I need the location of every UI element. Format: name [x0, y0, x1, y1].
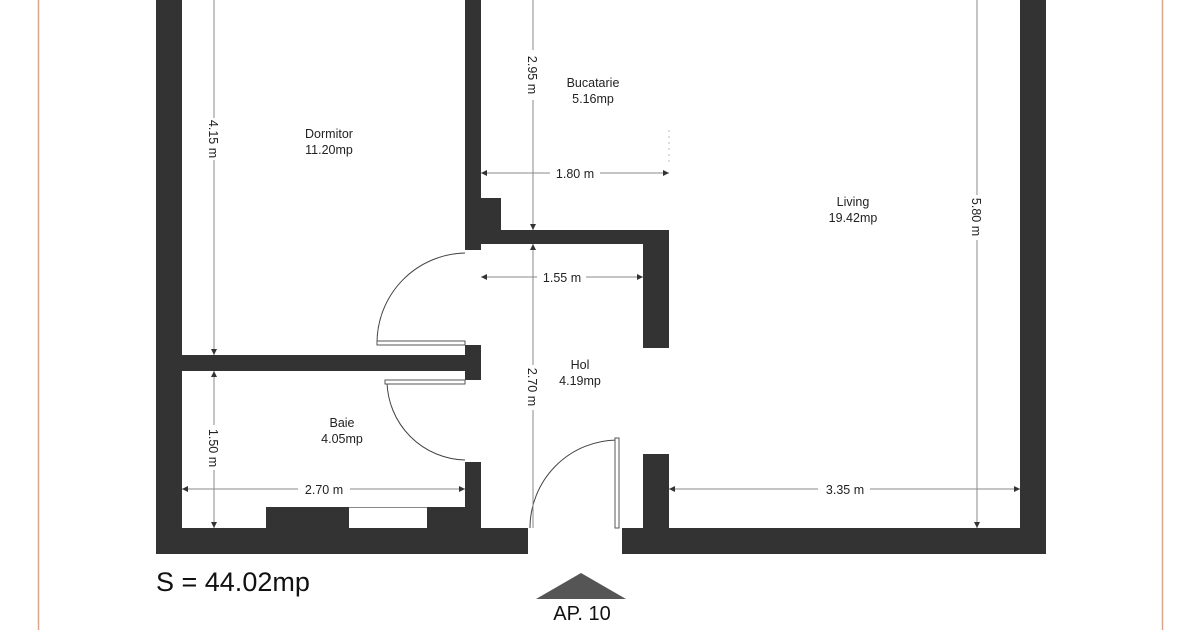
- entrance-arrow-icon: [536, 573, 626, 599]
- dim-living-width: 3.35 m: [826, 483, 864, 497]
- dim-baie-height: 1.50 m: [206, 429, 220, 467]
- svg-text:Living: Living: [837, 195, 870, 209]
- dim-bucatarie-width: 1.80 m: [556, 167, 594, 181]
- svg-text:4.19mp: 4.19mp: [559, 374, 601, 388]
- svg-text:19.42mp: 19.42mp: [829, 211, 878, 225]
- room-living: Living 19.42mp: [829, 195, 878, 225]
- svg-text:5.16mp: 5.16mp: [572, 92, 614, 106]
- room-baie: Baie 4.05mp: [321, 416, 363, 446]
- walls: [156, 0, 1046, 554]
- door-baie[interactable]: [384, 379, 466, 461]
- svg-text:Bucatarie: Bucatarie: [567, 76, 620, 90]
- dim-hol-width: 1.55 m: [543, 271, 581, 285]
- door-dormitor[interactable]: [376, 252, 466, 346]
- apartment-label: AP. 10: [553, 603, 610, 625]
- room-bucatarie: Bucatarie 5.16mp: [567, 76, 620, 106]
- dim-living-height: 5.80 m: [969, 198, 983, 236]
- room-dormitor: Dormitor 11.20mp: [305, 127, 353, 157]
- dim-dormitor-height: 4.15 m: [206, 120, 220, 158]
- dimension-lines: [182, 0, 1020, 528]
- svg-text:Dormitor: Dormitor: [305, 127, 353, 141]
- svg-text:Baie: Baie: [329, 416, 354, 430]
- svg-text:Hol: Hol: [571, 358, 590, 372]
- total-area: S = 44.02mp: [156, 567, 310, 597]
- dim-bucatarie-height: 2.95 m: [525, 56, 539, 94]
- svg-text:11.20mp: 11.20mp: [305, 143, 353, 157]
- dim-baie-width: 2.70 m: [305, 483, 343, 497]
- room-hol: Hol 4.19mp: [559, 358, 601, 388]
- bathroom-window: [266, 507, 465, 528]
- door-entrance[interactable]: [529, 437, 620, 529]
- svg-text:4.05mp: 4.05mp: [321, 432, 363, 446]
- dim-hol-height: 2.70 m: [525, 368, 539, 406]
